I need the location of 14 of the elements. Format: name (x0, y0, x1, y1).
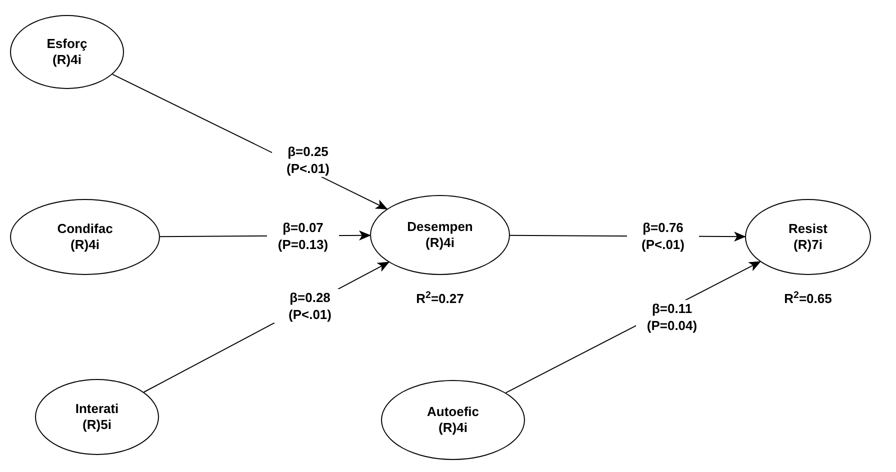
construct-indicator: (R)5i (82, 417, 112, 433)
construct-indicator: (R)4i (438, 420, 468, 436)
construct-name: Desempen (407, 219, 473, 235)
construct-indicator: (R)4i (426, 235, 454, 251)
construct-indicator: (R)7i (794, 237, 822, 253)
construct-name: Esforç (46, 36, 88, 52)
construct-name: Condifac (57, 221, 113, 237)
construct-name: Resist (788, 221, 828, 237)
construct-name: Interati (75, 401, 119, 417)
construct-indicator: (R)4i (52, 52, 82, 68)
construct-name: Autoefic (427, 404, 479, 420)
construct-indicator: (R)4i (70, 237, 100, 253)
r-squared-label: R$^{2}$=0.27 (416, 289, 464, 308)
r-squared-label: R$^{2}$=0.65 (784, 289, 832, 308)
